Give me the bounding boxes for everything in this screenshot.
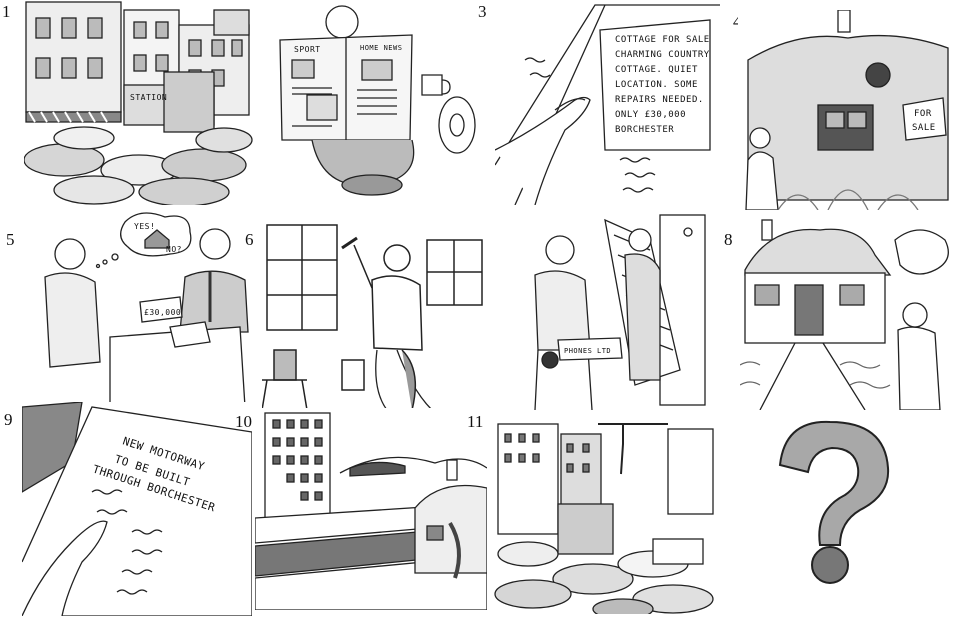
panel-3-advert: COTTAGE FOR SALE CHARMING COUNTRY COTTAG… xyxy=(495,0,720,205)
panel-number-11: 11 xyxy=(467,412,484,431)
question-mark-dot xyxy=(811,546,849,584)
panel-number-6: 6 xyxy=(245,230,254,249)
advert-line-2: CHARMING COUNTRY xyxy=(615,50,710,60)
panel-2-reading-newspaper: SPORT HOME NEWS xyxy=(262,0,477,205)
panel-number-9: 9 xyxy=(4,410,13,429)
advert-line-4: LOCATION. SOME xyxy=(615,80,698,90)
panel-8-renovated-cottage xyxy=(740,215,955,410)
question-mark-illustration xyxy=(778,420,890,584)
newspaper-reader-illustration: SPORT HOME NEWS xyxy=(279,5,476,196)
thought-no: NO? xyxy=(166,245,182,254)
renovated-cottage-illustration xyxy=(740,219,949,410)
advert-line-6: ONLY £30,000 xyxy=(615,110,686,120)
panel-4-cottage-for-sale: FOR SALE xyxy=(738,10,953,210)
headline-illustration: NEW MOTORWAY TO BE BUILT THROUGH BORCHES… xyxy=(22,402,252,616)
panel-7-workmen: PHONES LTD xyxy=(510,210,710,410)
surrounded-cottage-illustration xyxy=(494,423,714,614)
panel-number-1: 1 xyxy=(2,2,11,21)
panel-10-tower-and-road xyxy=(255,408,487,610)
panel-5-buying-cottage: YES! NO? £30,000 xyxy=(30,212,255,407)
for-sale-line-1: FOR xyxy=(914,109,932,119)
newspaper-home-news-header: HOME NEWS xyxy=(360,44,402,52)
estate-agent-illustration: YES! NO? £30,000 xyxy=(44,212,249,407)
panel-number-3: 3 xyxy=(478,2,487,21)
for-sale-sign: FOR SALE xyxy=(912,109,936,133)
panel-9-motorway-headline: NEW MOTORWAY TO BE BUILT THROUGH BORCHES… xyxy=(22,402,252,616)
painting-windows-illustration xyxy=(262,224,483,410)
panel-number-5: 5 xyxy=(6,230,15,249)
cheque-amount: £30,000 xyxy=(144,308,181,317)
thought-yes: YES! xyxy=(134,222,155,231)
advert-illustration: COTTAGE FOR SALE CHARMING COUNTRY COTTAG… xyxy=(495,4,720,205)
question-mark-icon xyxy=(778,420,890,546)
newspaper-sport-header: SPORT xyxy=(294,45,321,54)
panel-1-city-street: STATION xyxy=(24,0,254,205)
advert-line-3: COTTAGE. QUIET xyxy=(615,65,698,75)
thought-bubble-text: YES! NO? xyxy=(134,222,182,254)
panel-number-10: 10 xyxy=(235,412,252,431)
panel-6-painting-windows xyxy=(262,220,492,410)
panel-11-surrounded-cottage xyxy=(493,414,718,614)
advert-text: COTTAGE FOR SALE CHARMING COUNTRY COTTAG… xyxy=(615,35,710,135)
station-sign: STATION xyxy=(130,93,167,102)
advert-line-5: REPAIRS NEEDED. xyxy=(615,95,704,105)
panel-number-8: 8 xyxy=(724,230,733,249)
phones-ltd-label: PHONES LTD xyxy=(564,347,611,355)
workmen-illustration: PHONES LTD xyxy=(534,214,706,410)
advert-line-1: COTTAGE FOR SALE xyxy=(615,35,710,45)
panel-12-question xyxy=(760,410,960,610)
city-street-illustration: STATION xyxy=(24,1,253,205)
advert-line-7: BORCHESTER xyxy=(615,125,674,135)
panel-number-4: 4 xyxy=(733,12,742,32)
for-sale-line-2: SALE xyxy=(912,123,936,133)
cottage-for-sale-illustration: FOR SALE xyxy=(745,10,949,210)
tower-road-illustration xyxy=(255,412,487,610)
